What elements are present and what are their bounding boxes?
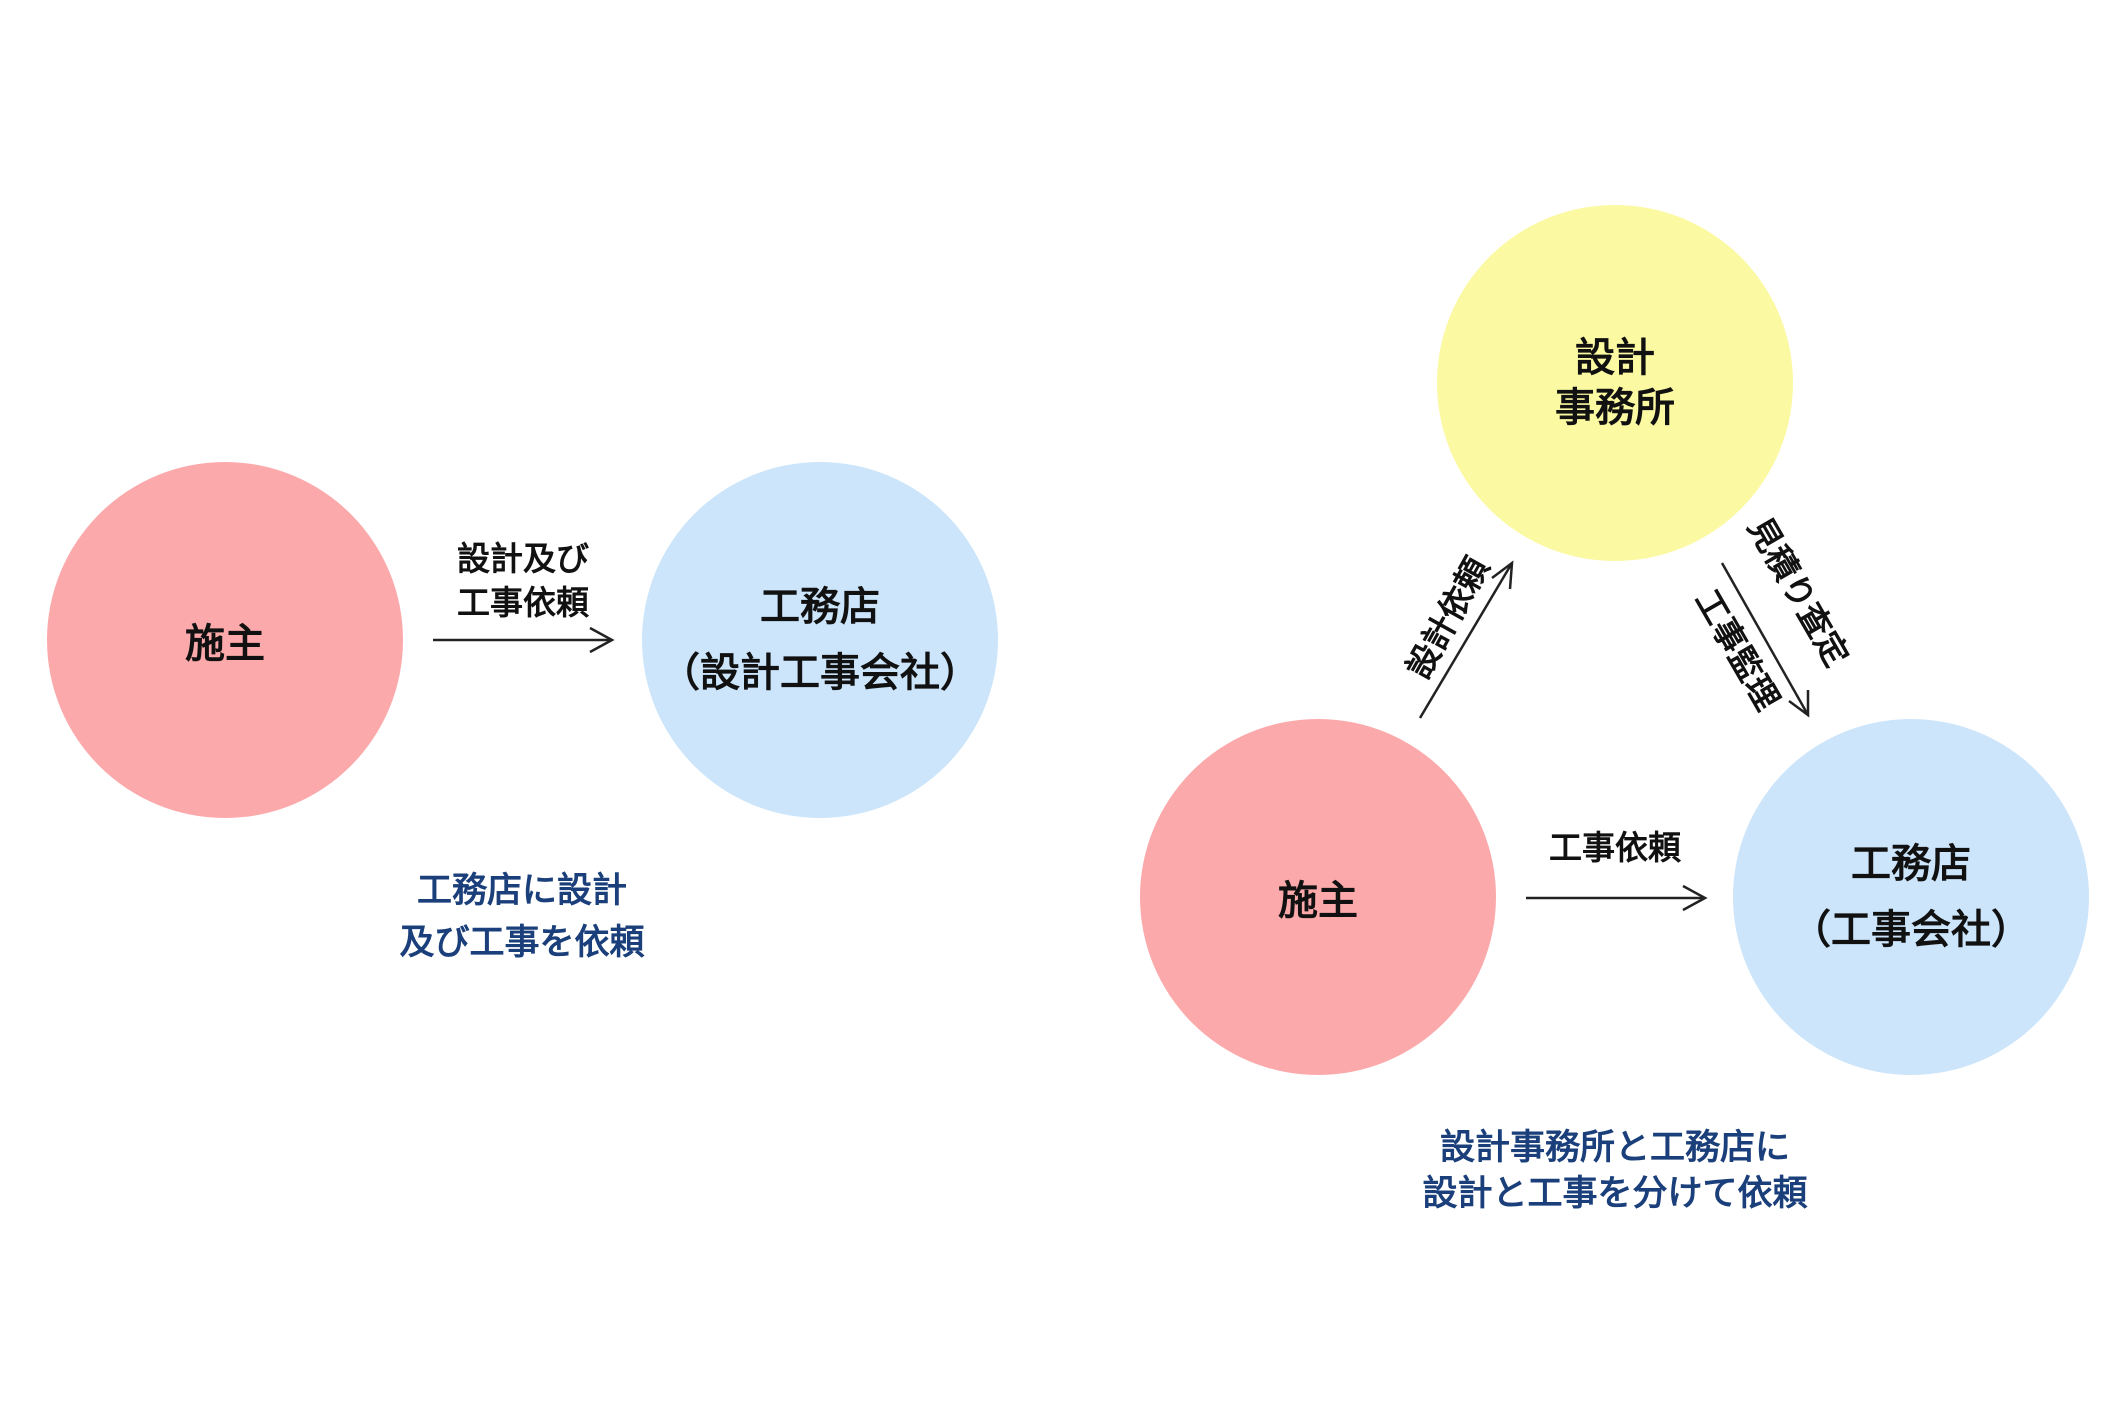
design-office-circle: 設計 事務所 — [1437, 205, 1793, 561]
right-contractor-label-line2: （工事会社） — [1791, 907, 2031, 953]
right-caption-line2: 設計と工事を分けて依頼 — [1422, 1174, 1808, 1214]
arrow-construction-request — [1526, 884, 1708, 912]
right-contractor-label-line1: 工務店 — [1851, 841, 1971, 887]
right-caption-line1: 設計事務所と工務店に — [1439, 1128, 1790, 1168]
left-caption-line1: 工務店に設計 — [416, 871, 627, 911]
left-contractor-label-line1: 工務店 — [760, 584, 880, 630]
left-caption-line2: 及び工事を依頼 — [399, 923, 645, 963]
right-caption: 設計事務所と工務店に 設計と工事を分けて依頼 — [1355, 1125, 1875, 1217]
right-contractor-circle: 工務店 （工事会社） — [1733, 719, 2089, 1075]
right-client-label: 施主 — [1278, 878, 1358, 924]
left-client-label: 施主 — [185, 621, 265, 667]
left-contractor-label-line2: （設計工事会社） — [660, 650, 980, 696]
left-arrow-label-line1: 設計及び — [457, 539, 589, 578]
arrow-design-request — [1418, 560, 1514, 719]
left-arrow-label-line2: 工事依頼 — [457, 583, 589, 622]
left-contractor-circle: 工務店 （設計工事会社） — [642, 462, 998, 818]
design-office-label-line2: 事務所 — [1555, 385, 1675, 431]
arrow-left-request — [433, 626, 615, 654]
arrow-estimate-supervision — [1720, 562, 1810, 718]
construction-request-label: 工事依頼 — [1549, 828, 1681, 867]
left-caption: 工務店に設計 及び工事を依頼 — [372, 865, 672, 969]
right-client-circle: 施主 — [1140, 719, 1496, 1075]
left-arrow-label: 設計及び 工事依頼 — [442, 537, 604, 625]
left-client-circle: 施主 — [47, 462, 403, 818]
design-office-label-line1: 設計 — [1575, 335, 1655, 381]
